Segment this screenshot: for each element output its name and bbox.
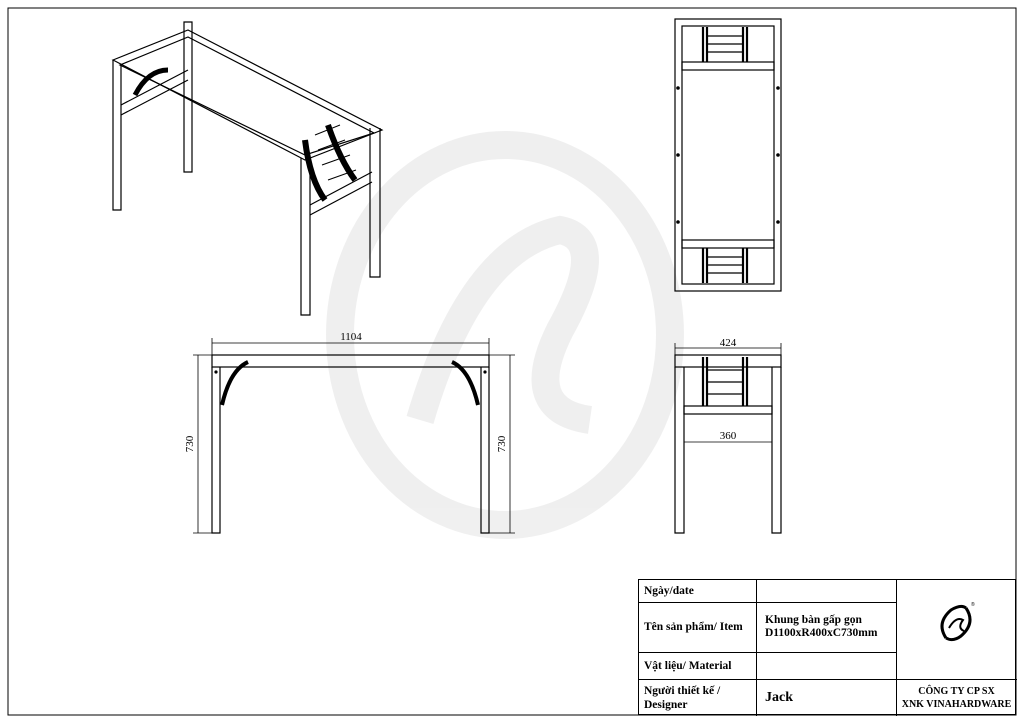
front-view	[211, 354, 490, 534]
item-value-line1: Khung bàn gấp gọn	[765, 614, 862, 626]
watermark-logo	[326, 131, 684, 539]
company-name: CÔNG TY CP SX XNK VINAHARDWARE	[896, 679, 1017, 716]
dim-front-width: 1104	[340, 331, 362, 343]
item-label: Tên sản phẩm/ Item	[644, 621, 743, 633]
side-dimension-lines	[674, 343, 782, 443]
dim-side-outer-width: 424	[720, 337, 737, 349]
title-block: Ngày/date Tên sản phẩm/ Item Khung bàn g…	[638, 579, 1017, 716]
date-label: Ngày/date	[644, 585, 694, 597]
material-label: Vật liệu/ Material	[644, 659, 732, 672]
company-name-line2: XNK VINAHARDWARE	[901, 698, 1012, 710]
dim-front-height-right: 730	[496, 435, 508, 452]
dim-front-height-left: 730	[184, 435, 196, 452]
date-value	[761, 580, 896, 602]
isometric-view	[111, 21, 384, 316]
svg-text:®: ®	[971, 601, 975, 608]
designer-label-line1: Người thiết kế /	[644, 684, 721, 697]
material-value	[761, 652, 896, 679]
side-view	[674, 354, 782, 534]
company-name-line1: CÔNG TY CP SX	[918, 685, 995, 697]
designer-label: Người thiết kế / Designer	[644, 679, 756, 716]
item-value-line2: D1100xR400xC730mm	[765, 627, 878, 639]
sheet-border	[7, 7, 1017, 716]
item-value: Khung bàn gấp gọn D1100xR400xC730mm	[765, 602, 896, 652]
company-logo-icon: ®	[940, 601, 975, 642]
top-view	[674, 18, 782, 292]
designer-label-line2: Designer	[644, 698, 688, 711]
designer-value: Jack	[765, 689, 793, 705]
front-dimension-lines	[193, 338, 515, 534]
dim-side-inner-width: 360	[720, 430, 737, 442]
